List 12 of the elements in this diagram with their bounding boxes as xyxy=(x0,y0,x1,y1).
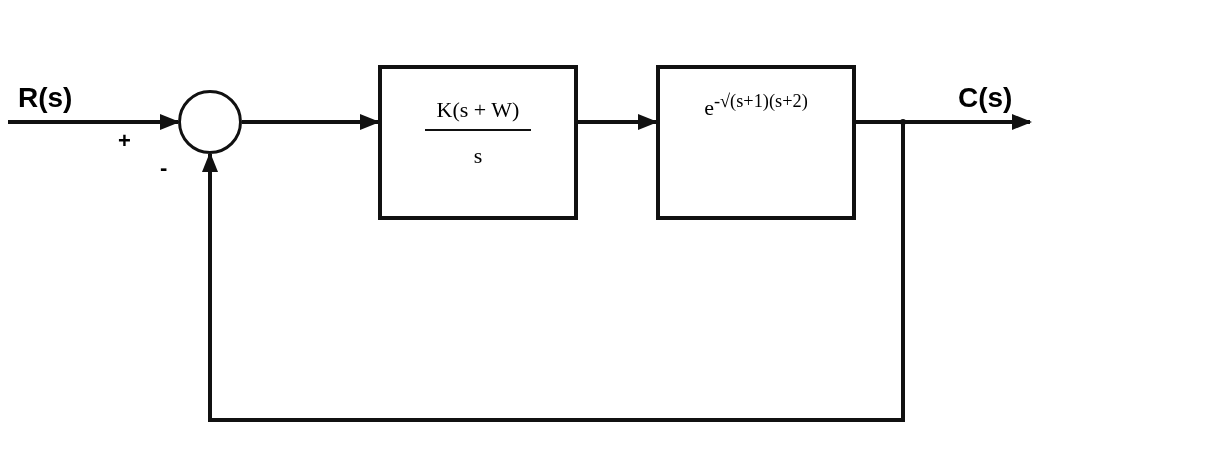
sign-label: + xyxy=(118,128,131,154)
transfer-function-block xyxy=(656,65,856,220)
summing-junction xyxy=(178,90,242,154)
transfer-function: e$^{-√(s+1)(s+2)}$ xyxy=(703,91,809,123)
transfer-function-block xyxy=(378,65,578,220)
denominator: s xyxy=(473,142,483,169)
arrow xyxy=(8,114,180,130)
arrow xyxy=(242,114,380,130)
sign-label: - xyxy=(160,155,168,181)
arrow xyxy=(578,114,658,130)
arrow xyxy=(202,120,905,422)
numerator: K(s + W) xyxy=(424,97,532,131)
